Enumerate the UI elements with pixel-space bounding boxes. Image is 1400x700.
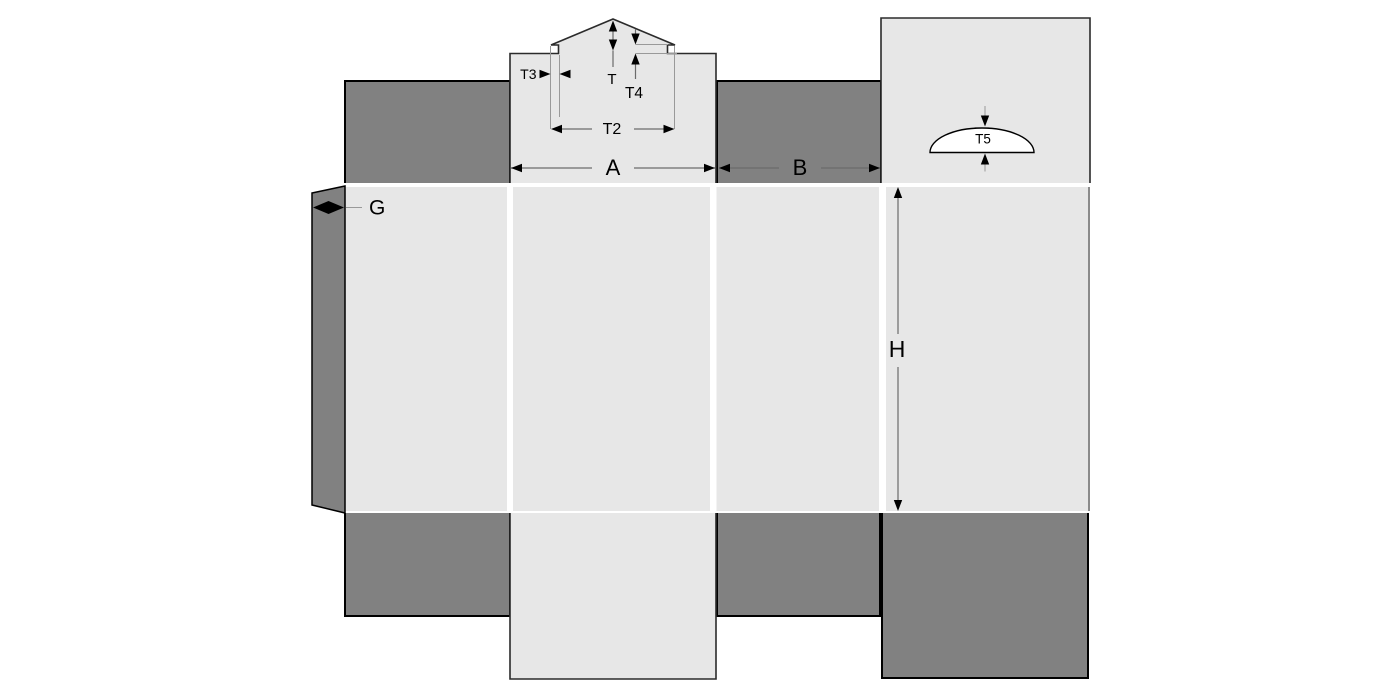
label-h: H xyxy=(889,336,906,362)
arrow-t5-up xyxy=(980,153,990,165)
dimension-labels: A B H G T T2 T3 T4 T5 xyxy=(369,66,991,362)
arrow-t2-left xyxy=(551,124,562,134)
arrow-t3-left xyxy=(539,69,551,79)
dark-flaps xyxy=(311,80,1089,679)
arrow-b-right xyxy=(869,163,880,173)
panel-top-right xyxy=(880,17,1091,183)
glue-width-diamond xyxy=(313,201,344,214)
body-panel-4 xyxy=(886,187,1090,511)
arrowheads xyxy=(313,20,990,511)
label-t4: T4 xyxy=(625,85,643,102)
arrow-h-top xyxy=(893,187,903,198)
extension-lines xyxy=(346,44,986,208)
arrow-t5-down xyxy=(980,115,990,127)
tuck-flap-top xyxy=(509,18,717,183)
glue-flap xyxy=(311,185,346,514)
tuck-flap-bottom xyxy=(509,513,717,680)
dust-flap-bottom-right xyxy=(716,513,881,617)
label-t5: T5 xyxy=(975,132,991,147)
arrow-b-left xyxy=(719,163,730,173)
body-panel-1 xyxy=(345,187,507,511)
dust-flap-top-left xyxy=(344,80,511,183)
label-t3: T3 xyxy=(520,66,537,82)
label-g: G xyxy=(369,197,385,220)
label-t2: T2 xyxy=(603,121,622,138)
arrow-t4-down xyxy=(631,33,640,45)
arrow-t-up xyxy=(608,20,618,32)
body-panels xyxy=(345,187,1090,511)
bottom-panel-right xyxy=(881,513,1089,679)
arrow-a-left xyxy=(511,163,522,173)
body-panel-3 xyxy=(716,187,879,511)
arrow-a-right xyxy=(704,163,715,173)
arrow-h-bottom xyxy=(893,500,903,511)
arrow-t-down xyxy=(608,39,618,51)
label-a: A xyxy=(606,155,621,180)
body-panel-2 xyxy=(513,187,710,511)
label-t: T xyxy=(607,71,616,88)
arrow-t4-up xyxy=(631,53,640,65)
light-panels xyxy=(509,17,1091,680)
arrow-t3-right xyxy=(559,69,571,79)
dust-flap-bottom-left xyxy=(344,513,511,617)
arrow-t2-right xyxy=(663,124,675,134)
label-b: B xyxy=(793,155,808,180)
thumb-notch-cutout xyxy=(929,127,1035,154)
